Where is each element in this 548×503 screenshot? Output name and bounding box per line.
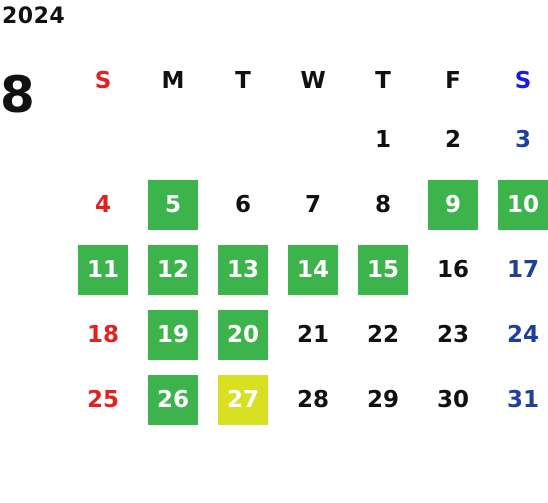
day-cell: 30	[418, 367, 488, 432]
day-cell: 23	[418, 302, 488, 367]
day-number: 6	[234, 191, 251, 218]
day-cell: 1	[348, 107, 418, 172]
day-cell: 20	[208, 302, 278, 367]
weekday-header-wed: W	[300, 68, 326, 94]
day-number: 24	[506, 321, 539, 348]
day-cell: 26	[138, 367, 208, 432]
day-number: 14	[288, 244, 338, 295]
weekday-header-mon: M	[161, 68, 185, 94]
empty-day-cell	[68, 107, 138, 172]
day-cell: 13	[208, 237, 278, 302]
day-cell: 9	[418, 172, 488, 237]
day-cell: 28	[278, 367, 348, 432]
day-cell: 22	[348, 302, 418, 367]
day-cell: 5	[138, 172, 208, 237]
day-cell: 19	[138, 302, 208, 367]
day-number: 1	[374, 126, 391, 153]
day-cell: 14	[278, 237, 348, 302]
day-cell: 27	[208, 367, 278, 432]
day-number: 20	[218, 309, 268, 360]
weekday-header-tue: T	[235, 68, 251, 94]
month-number: 8	[0, 66, 35, 124]
day-number: 28	[296, 386, 329, 413]
day-cell: 7	[278, 172, 348, 237]
day-cell: 16	[418, 237, 488, 302]
day-cell: 3	[488, 107, 548, 172]
day-number: 23	[436, 321, 469, 348]
day-cell: 11	[68, 237, 138, 302]
weekday-header-thu: T	[375, 68, 391, 94]
day-number: 8	[374, 191, 391, 218]
day-cell: 24	[488, 302, 548, 367]
day-number: 30	[436, 386, 469, 413]
day-number: 5	[148, 179, 198, 230]
day-cell: 2	[418, 107, 488, 172]
day-number: 11	[78, 244, 128, 295]
empty-day-cell	[138, 107, 208, 172]
day-cell: 4	[68, 172, 138, 237]
day-cell: 21	[278, 302, 348, 367]
day-number: 31	[506, 386, 539, 413]
day-cell: 25	[68, 367, 138, 432]
day-number: 17	[506, 256, 539, 283]
day-number: 18	[86, 321, 119, 348]
day-cell: 29	[348, 367, 418, 432]
day-number: 10	[498, 179, 548, 230]
weekday-header-sun: S	[94, 68, 112, 94]
day-number: 26	[148, 374, 198, 425]
day-cell: 10	[488, 172, 548, 237]
day-number: 2	[444, 126, 461, 153]
day-number: 29	[366, 386, 399, 413]
empty-day-cell	[278, 107, 348, 172]
day-number: 16	[436, 256, 469, 283]
day-number: 22	[366, 321, 399, 348]
day-number: 4	[94, 191, 111, 218]
day-cell: 6	[208, 172, 278, 237]
day-number: 15	[358, 244, 408, 295]
day-number: 21	[296, 321, 329, 348]
year-label: 2024	[2, 4, 66, 29]
day-cell: 31	[488, 367, 548, 432]
day-cell: 15	[348, 237, 418, 302]
day-number: 3	[514, 126, 531, 153]
day-number: 25	[86, 386, 119, 413]
day-number: 19	[148, 309, 198, 360]
day-number: 13	[218, 244, 268, 295]
weekday-header-fri: F	[445, 68, 461, 94]
weekday-header-sat: S	[514, 68, 532, 94]
day-number: 12	[148, 244, 198, 295]
day-cell: 8	[348, 172, 418, 237]
day-cell: 18	[68, 302, 138, 367]
day-cell: 17	[488, 237, 548, 302]
day-number: 27	[218, 374, 268, 425]
day-number: 7	[304, 191, 321, 218]
empty-day-cell	[208, 107, 278, 172]
day-number: 9	[428, 179, 478, 230]
day-cell: 12	[138, 237, 208, 302]
